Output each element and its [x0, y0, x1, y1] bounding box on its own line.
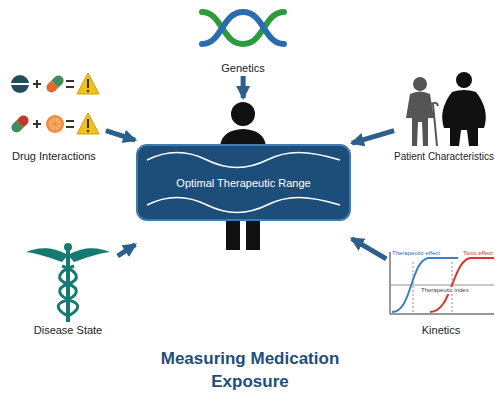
drawing-part	[406, 92, 434, 147]
drawing-part	[442, 90, 486, 146]
drawing-part	[50, 119, 59, 128]
drawing-part	[66, 126, 74, 128]
drawing-part	[51, 77, 62, 88]
drawing-part	[64, 243, 72, 251]
drawing-part	[68, 248, 110, 262]
drawing-part	[87, 119, 89, 128]
drawing-part	[66, 120, 74, 122]
drawing-part	[11, 83, 29, 85]
center-node: Optimal Therapeutic Range	[137, 100, 350, 250]
drawing-part	[77, 73, 99, 94]
factor-node: Patient Characteristics	[396, 70, 492, 162]
drawing-part	[202, 12, 284, 44]
drawing-part	[431, 103, 438, 106]
curve-label: Toxic effect	[462, 250, 494, 257]
drawing-part	[87, 79, 89, 88]
drawing-part	[390, 285, 494, 286]
drawing-part	[147, 153, 340, 168]
drawing-part	[26, 248, 68, 262]
factor-node: Genetics	[200, 4, 286, 74]
drawing-part	[66, 86, 74, 88]
caduceus-icon	[26, 243, 110, 322]
drawing-part	[231, 102, 255, 126]
drawing-part	[44, 73, 65, 94]
drawing-part	[246, 220, 260, 250]
diagram-title: Measuring Medication Exposure	[135, 348, 365, 394]
drawing-part	[36, 80, 38, 88]
title-block: Measuring Medication Exposure	[0, 348, 500, 394]
drawing-part	[50, 119, 59, 128]
drawing-part	[87, 130, 89, 132]
factor-label: Genetics	[190, 62, 296, 74]
curve-label: Therapeutic effect	[391, 250, 441, 257]
influence-arrow	[118, 245, 136, 256]
influence-arrow	[241, 76, 246, 98]
drawing-part	[456, 72, 472, 88]
factor-node: Disease State	[20, 240, 116, 336]
drawing-part	[36, 120, 38, 128]
factor-label: Kinetics	[378, 324, 500, 336]
kinetics-chart	[390, 252, 494, 314]
drawing-part	[49, 118, 62, 131]
drawing-part	[46, 115, 64, 133]
factor-label: Patient Characteristics	[386, 151, 500, 162]
drawing-part	[433, 104, 437, 146]
drawing-part	[51, 73, 65, 87]
dna-icon	[202, 12, 284, 44]
central-person	[137, 102, 350, 250]
drawing-part	[11, 75, 29, 93]
drawing-part	[202, 12, 284, 44]
influence-arrow	[352, 239, 387, 259]
drawing-part	[147, 198, 340, 213]
drawing-part	[77, 113, 99, 134]
drawing-part	[49, 118, 62, 131]
factor-node: Drug Interactions	[4, 66, 104, 162]
range-label: Optimal Therapeutic Range	[147, 145, 340, 220]
drawing-part	[413, 262, 414, 314]
drawing-part	[66, 80, 74, 82]
factor-label: Drug Interactions	[0, 150, 114, 162]
drug-interaction-icons	[9, 73, 99, 135]
patient-figures	[406, 72, 486, 146]
drawing-part	[413, 77, 427, 91]
drawing-part	[16, 113, 30, 127]
influence-arrow	[352, 131, 394, 143]
drawing-part	[390, 314, 494, 315]
drawing-part	[220, 129, 266, 146]
drawing-part	[9, 113, 30, 134]
drawing-part	[60, 266, 78, 316]
drawing-part	[16, 117, 27, 128]
drawing-part	[390, 252, 391, 314]
index-label: Therapeutic index	[420, 287, 470, 294]
factor-label: Disease State	[10, 324, 126, 336]
drawing-part	[87, 90, 89, 92]
drawing-part	[137, 145, 350, 220]
influence-arrow	[106, 131, 135, 140]
drawing-part	[226, 220, 240, 250]
